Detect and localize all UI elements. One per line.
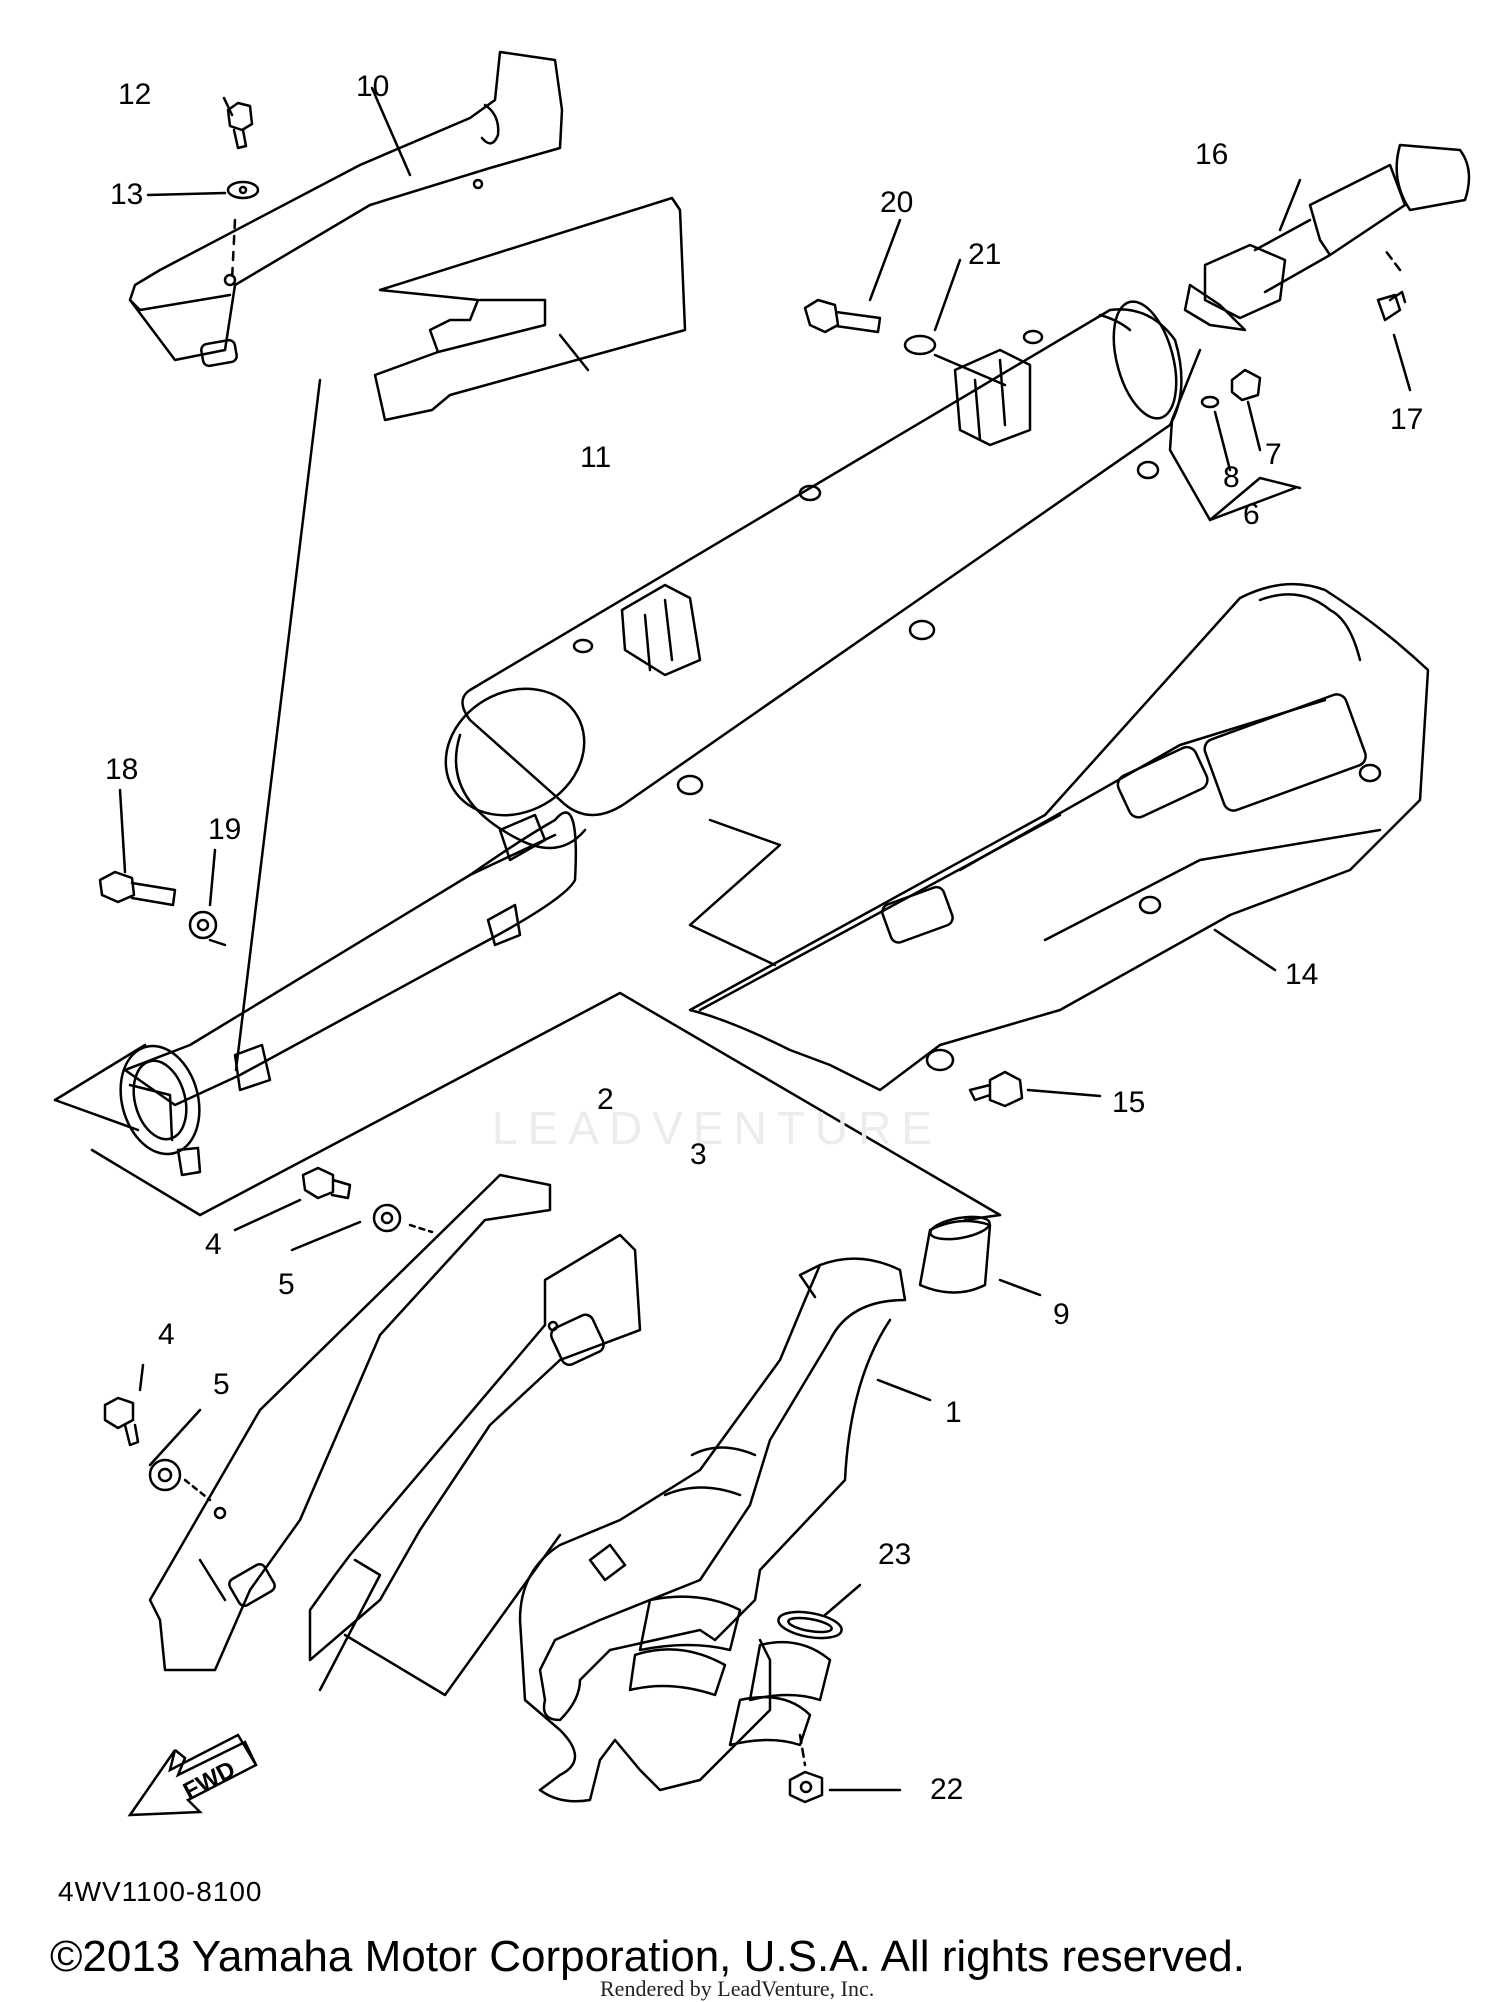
part-15-bolt bbox=[968, 1070, 1024, 1108]
diagram-code: 4WV1100-8100 bbox=[58, 1876, 263, 1907]
label-17: 17 bbox=[1390, 403, 1424, 436]
part-23-gasket bbox=[777, 1610, 843, 1640]
part-14-heat-shield bbox=[688, 582, 1430, 1092]
part-9-sleeve bbox=[918, 1219, 992, 1294]
part-12-bolt bbox=[226, 101, 254, 150]
label-20: 20 bbox=[880, 186, 914, 219]
part-10-bracket bbox=[128, 50, 564, 362]
part-21-washer bbox=[903, 334, 937, 356]
copyright-notice: ©2013 Yamaha Motor Corporation, U.S.A. A… bbox=[50, 1932, 1245, 1981]
label-18: 18 bbox=[105, 753, 139, 786]
label-16: 16 bbox=[1195, 138, 1229, 171]
label-13: 13 bbox=[110, 178, 144, 211]
label-2: 2 bbox=[597, 1083, 614, 1116]
part-8-washer bbox=[1200, 395, 1220, 409]
label-15: 15 bbox=[1112, 1086, 1146, 1119]
part-3-guard bbox=[308, 1233, 642, 1662]
part-13-washer bbox=[226, 180, 260, 200]
part-4-bolt-a bbox=[301, 1166, 352, 1200]
label-8: 8 bbox=[1223, 461, 1240, 494]
muffler-body bbox=[461, 308, 1183, 817]
label-19: 19 bbox=[208, 813, 242, 846]
label-23: 23 bbox=[878, 1538, 912, 1571]
part-5-washer-b bbox=[148, 1458, 182, 1492]
part-5-washer-a bbox=[372, 1203, 402, 1233]
label-12: 12 bbox=[118, 78, 152, 111]
part-4-bolt-b bbox=[103, 1396, 140, 1447]
label-3: 3 bbox=[690, 1138, 707, 1171]
part-7-bolt bbox=[1230, 368, 1262, 402]
label-10: 10 bbox=[356, 70, 390, 103]
label-21: 21 bbox=[968, 238, 1002, 271]
rendered-by-notice: Rendered by LeadVenture, Inc. bbox=[600, 1976, 875, 2001]
label-14: 14 bbox=[1285, 958, 1319, 991]
part-18-bolt bbox=[98, 870, 177, 907]
label-4b: 4 bbox=[158, 1318, 175, 1351]
part-2-guard bbox=[148, 1173, 552, 1672]
part-11-plate bbox=[373, 196, 687, 422]
label-6: 6 bbox=[1243, 498, 1260, 531]
label-5a: 5 bbox=[278, 1268, 295, 1301]
part-1-exhaust-pipe bbox=[538, 1257, 907, 1722]
part-22-nut bbox=[788, 1770, 824, 1804]
fwd-label: FWD bbox=[179, 1756, 240, 1805]
label-4a: 4 bbox=[205, 1228, 222, 1261]
watermark: LEADVENTURE bbox=[492, 1102, 942, 1154]
part-16-tailpipe bbox=[1395, 143, 1471, 212]
label-22: 22 bbox=[930, 1773, 964, 1806]
fwd-arrow: FWD bbox=[127, 1733, 258, 1817]
label-1: 1 bbox=[945, 1396, 962, 1429]
part-19-washer bbox=[188, 910, 218, 940]
part-17-bolt bbox=[1376, 290, 1407, 322]
label-5b: 5 bbox=[213, 1368, 230, 1401]
label-11: 11 bbox=[580, 441, 612, 474]
label-7: 7 bbox=[1265, 438, 1282, 471]
part-20-bolt bbox=[803, 298, 882, 334]
label-9: 9 bbox=[1053, 1298, 1070, 1331]
